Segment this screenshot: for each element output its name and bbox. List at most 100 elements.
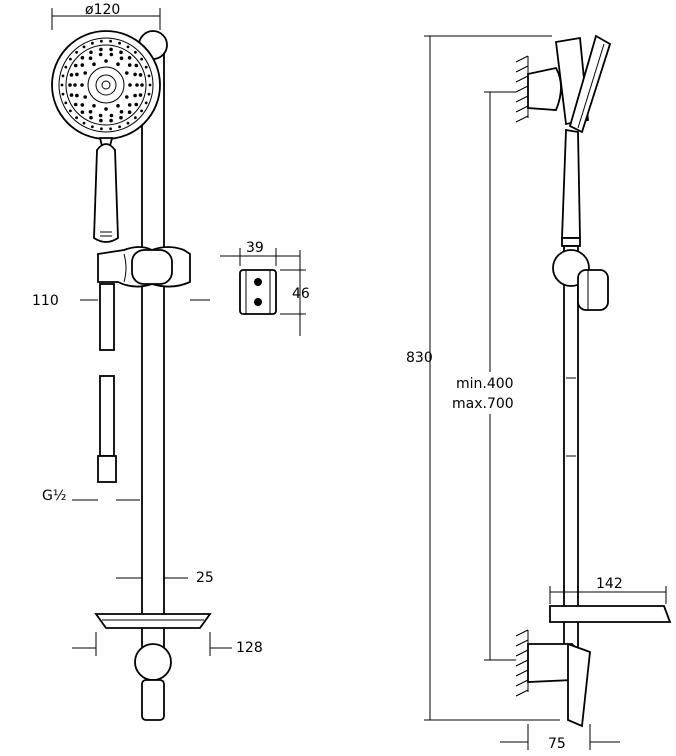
nozzle-dot [83, 71, 87, 75]
nozzle-dot [126, 121, 130, 125]
nozzle-dot [69, 73, 74, 77]
nozzle-dot [104, 59, 108, 63]
nozzle-dot [75, 93, 79, 98]
nozzle-dot [69, 93, 74, 97]
dim-soap-dish-depth-label: 142 [596, 576, 623, 592]
side-top-bracket [527, 36, 589, 126]
nozzle-dot [148, 83, 152, 87]
dim-connector: G½ [42, 488, 140, 504]
nozzle-dot [133, 93, 137, 98]
front-rail [141, 39, 165, 661]
nozzle-dot [80, 63, 85, 67]
nozzle-dot [69, 57, 72, 61]
nozzle-dot [64, 101, 68, 105]
nozzle-dot [118, 125, 121, 129]
nozzle-dot [134, 116, 137, 120]
nozzle-dot [109, 113, 114, 118]
nozzle-dot [68, 83, 72, 87]
nozzle-dot [127, 110, 132, 114]
nozzle-dot [73, 63, 78, 68]
nozzle-dot [88, 110, 93, 114]
side-bottom-bracket [527, 642, 591, 728]
nozzle-dot [126, 45, 130, 49]
dim-bracket: 39 46 [220, 240, 310, 336]
dim-connector-label: G½ [42, 488, 66, 504]
front-soap-dish [94, 613, 212, 629]
nozzle-dot [61, 92, 65, 96]
nozzle-dot [99, 47, 103, 52]
dim-overall: 830 [406, 35, 560, 721]
nozzle-dot [144, 65, 148, 69]
nozzle-dot [127, 103, 132, 107]
bracket-detail [239, 269, 277, 315]
dim-wall-projection: 75 [500, 724, 620, 752]
front-view: ø120 110 39 46 G½ 25 [32, 2, 310, 721]
nozzle-dot [75, 116, 78, 120]
nozzle-dot [119, 50, 123, 55]
dim-soap-dish-depth: 142 [549, 576, 667, 604]
nozzle-dot [80, 83, 84, 87]
front-slider-holder [97, 246, 191, 288]
nozzle-dot [82, 45, 86, 49]
dim-head-diameter: ø120 [51, 2, 161, 30]
nozzle-dot [109, 52, 114, 57]
dim-head-diameter-label: ø120 [85, 2, 120, 18]
nozzle-dot [104, 107, 108, 111]
nozzle-dot [119, 56, 124, 60]
nozzle-dot [60, 83, 64, 87]
nozzle-dot [88, 56, 93, 60]
nozzle-dot [147, 74, 151, 78]
nozzle-dot [133, 72, 137, 77]
nozzle-dot [127, 63, 132, 67]
nozzle-dot [109, 127, 112, 131]
side-handle [561, 128, 581, 247]
nozzle-dot [119, 115, 123, 120]
nozzle-dot [116, 62, 120, 66]
nozzle-dot [100, 127, 103, 131]
dim-hose-offset: 110 [32, 293, 210, 309]
dim-soap-dish-width: 128 [72, 632, 263, 656]
nozzle-dot [80, 103, 85, 107]
nozzle-dot [98, 52, 103, 57]
nozzle-dot [92, 104, 96, 108]
nozzle-dot [109, 39, 112, 43]
nozzle-dot [138, 73, 143, 77]
side-shower-head [568, 34, 612, 134]
nozzle-dot [82, 121, 86, 125]
nozzle-dot [109, 118, 113, 123]
dim-soap-dish-width-label: 128 [236, 640, 263, 656]
nozzle-dot [75, 50, 78, 54]
nozzle-dot [75, 72, 79, 77]
nozzle-dot [127, 56, 132, 60]
nozzle-dot [73, 102, 78, 107]
shower-handle [93, 143, 119, 243]
nozzle-dot [140, 83, 144, 87]
nozzle-dot [92, 62, 96, 66]
wall-top [515, 55, 529, 123]
dim-bar-diameter-label: 25 [196, 570, 214, 586]
nozzle-dot [99, 118, 103, 123]
nozzle-dot [73, 83, 77, 87]
shower-head [51, 30, 161, 147]
dim-bracket-width-label: 39 [246, 240, 264, 256]
side-slider [552, 249, 609, 311]
dim-bracket-height-label: 46 [292, 286, 310, 302]
nozzle-dot [134, 63, 139, 68]
nozzle-dot [109, 47, 113, 52]
nozzle-dot [147, 92, 151, 96]
nozzle-dot [89, 50, 93, 55]
nozzle-dot [119, 110, 124, 114]
nozzle-dot [135, 83, 139, 87]
dim-slide-max-label: max.700 [452, 396, 514, 412]
nozzle-dot [144, 101, 148, 105]
hose [97, 283, 117, 483]
dim-slide-min-label: min.400 [456, 376, 514, 392]
dim-overall-label: 830 [406, 350, 433, 366]
nozzle-dot [140, 109, 144, 113]
nozzle-dot [83, 95, 87, 99]
dim-hose-offset-label: 110 [32, 293, 59, 309]
nozzle-dot [64, 65, 68, 69]
nozzle-dot [125, 95, 129, 99]
nozzle-dot [100, 39, 103, 43]
